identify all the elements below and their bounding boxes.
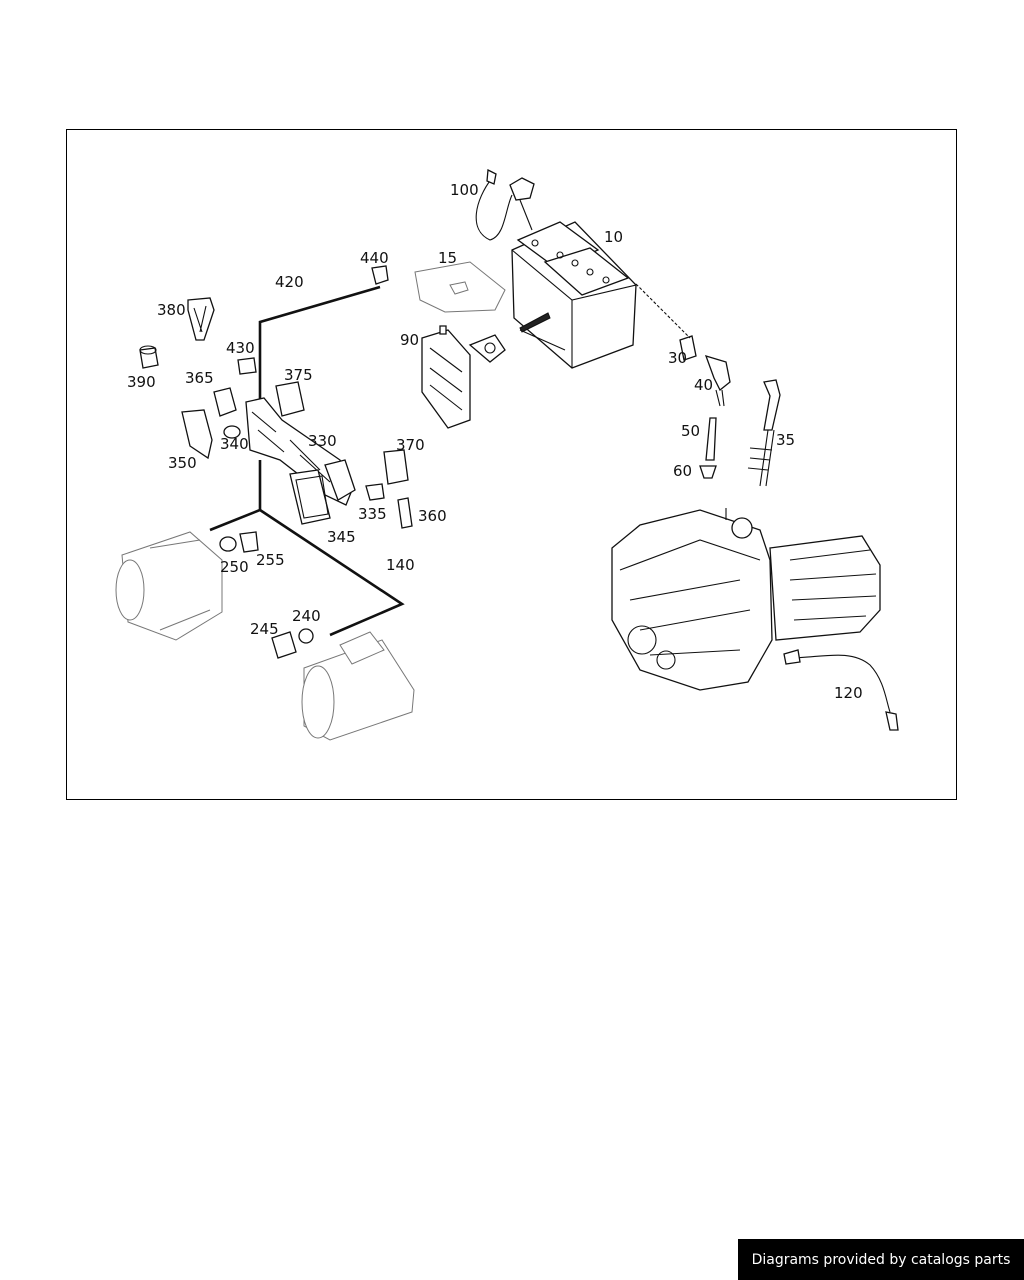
engine-transmission bbox=[611, 508, 881, 691]
callout-labels: 10 15 30 35 40 50 60 90 100 120 140 240 … bbox=[127, 181, 863, 702]
callout-430: 430 bbox=[226, 339, 255, 357]
part-250[interactable] bbox=[219, 536, 237, 552]
part-240[interactable] bbox=[298, 628, 314, 644]
callout-375: 375 bbox=[284, 366, 313, 384]
battery-bracket[interactable] bbox=[421, 325, 506, 429]
callout-345: 345 bbox=[327, 528, 356, 546]
part-365[interactable] bbox=[213, 387, 237, 417]
part-370[interactable] bbox=[383, 449, 409, 485]
callout-100: 100 bbox=[450, 181, 479, 199]
callout-335: 335 bbox=[358, 505, 387, 523]
diagram-frame bbox=[66, 129, 957, 800]
callout-50: 50 bbox=[681, 422, 700, 440]
callout-370: 370 bbox=[396, 436, 425, 454]
callout-240: 240 bbox=[292, 607, 321, 625]
part-245[interactable] bbox=[271, 631, 297, 659]
part-360[interactable] bbox=[397, 497, 413, 529]
callout-40: 40 bbox=[694, 376, 713, 394]
ground-cable-120[interactable] bbox=[783, 649, 899, 731]
fuse-board[interactable] bbox=[245, 397, 356, 506]
battery-cable-100[interactable] bbox=[475, 168, 535, 241]
callout-420: 420 bbox=[275, 273, 304, 291]
callout-255: 255 bbox=[256, 551, 285, 569]
callout-360: 360 bbox=[418, 507, 447, 525]
vent-parts[interactable] bbox=[635, 283, 781, 487]
part-380[interactable] bbox=[187, 297, 215, 341]
callout-440: 440 bbox=[360, 249, 389, 267]
callout-380: 380 bbox=[157, 301, 186, 319]
battery-cover[interactable] bbox=[414, 261, 506, 313]
alternator bbox=[115, 531, 223, 641]
callout-10: 10 bbox=[604, 228, 623, 246]
callout-350: 350 bbox=[168, 454, 197, 472]
callout-245: 245 bbox=[250, 620, 279, 638]
callout-250: 250 bbox=[220, 558, 249, 576]
callout-60: 60 bbox=[673, 462, 692, 480]
part-375[interactable] bbox=[275, 381, 305, 417]
part-440[interactable] bbox=[371, 265, 389, 285]
part-350[interactable] bbox=[181, 409, 213, 460]
credit-banner: Diagrams provided by catalogs parts bbox=[738, 1239, 1024, 1280]
part-335[interactable] bbox=[365, 483, 385, 501]
callout-340: 340 bbox=[220, 435, 249, 453]
callout-30: 30 bbox=[668, 349, 687, 367]
part-345[interactable] bbox=[289, 469, 331, 525]
callout-120: 120 bbox=[834, 684, 863, 702]
callout-90: 90 bbox=[400, 331, 419, 349]
part-255[interactable] bbox=[239, 531, 259, 553]
callout-35: 35 bbox=[776, 431, 795, 449]
part-340[interactable] bbox=[223, 425, 241, 439]
callout-330: 330 bbox=[308, 432, 337, 450]
part-430[interactable] bbox=[237, 357, 257, 375]
callout-140: 140 bbox=[386, 556, 415, 574]
battery[interactable] bbox=[511, 221, 637, 369]
starter bbox=[301, 631, 415, 741]
leader-lines bbox=[209, 285, 405, 637]
callout-365: 365 bbox=[185, 369, 214, 387]
callout-15: 15 bbox=[438, 249, 457, 267]
callout-390: 390 bbox=[127, 373, 156, 391]
part-390[interactable] bbox=[139, 345, 159, 369]
